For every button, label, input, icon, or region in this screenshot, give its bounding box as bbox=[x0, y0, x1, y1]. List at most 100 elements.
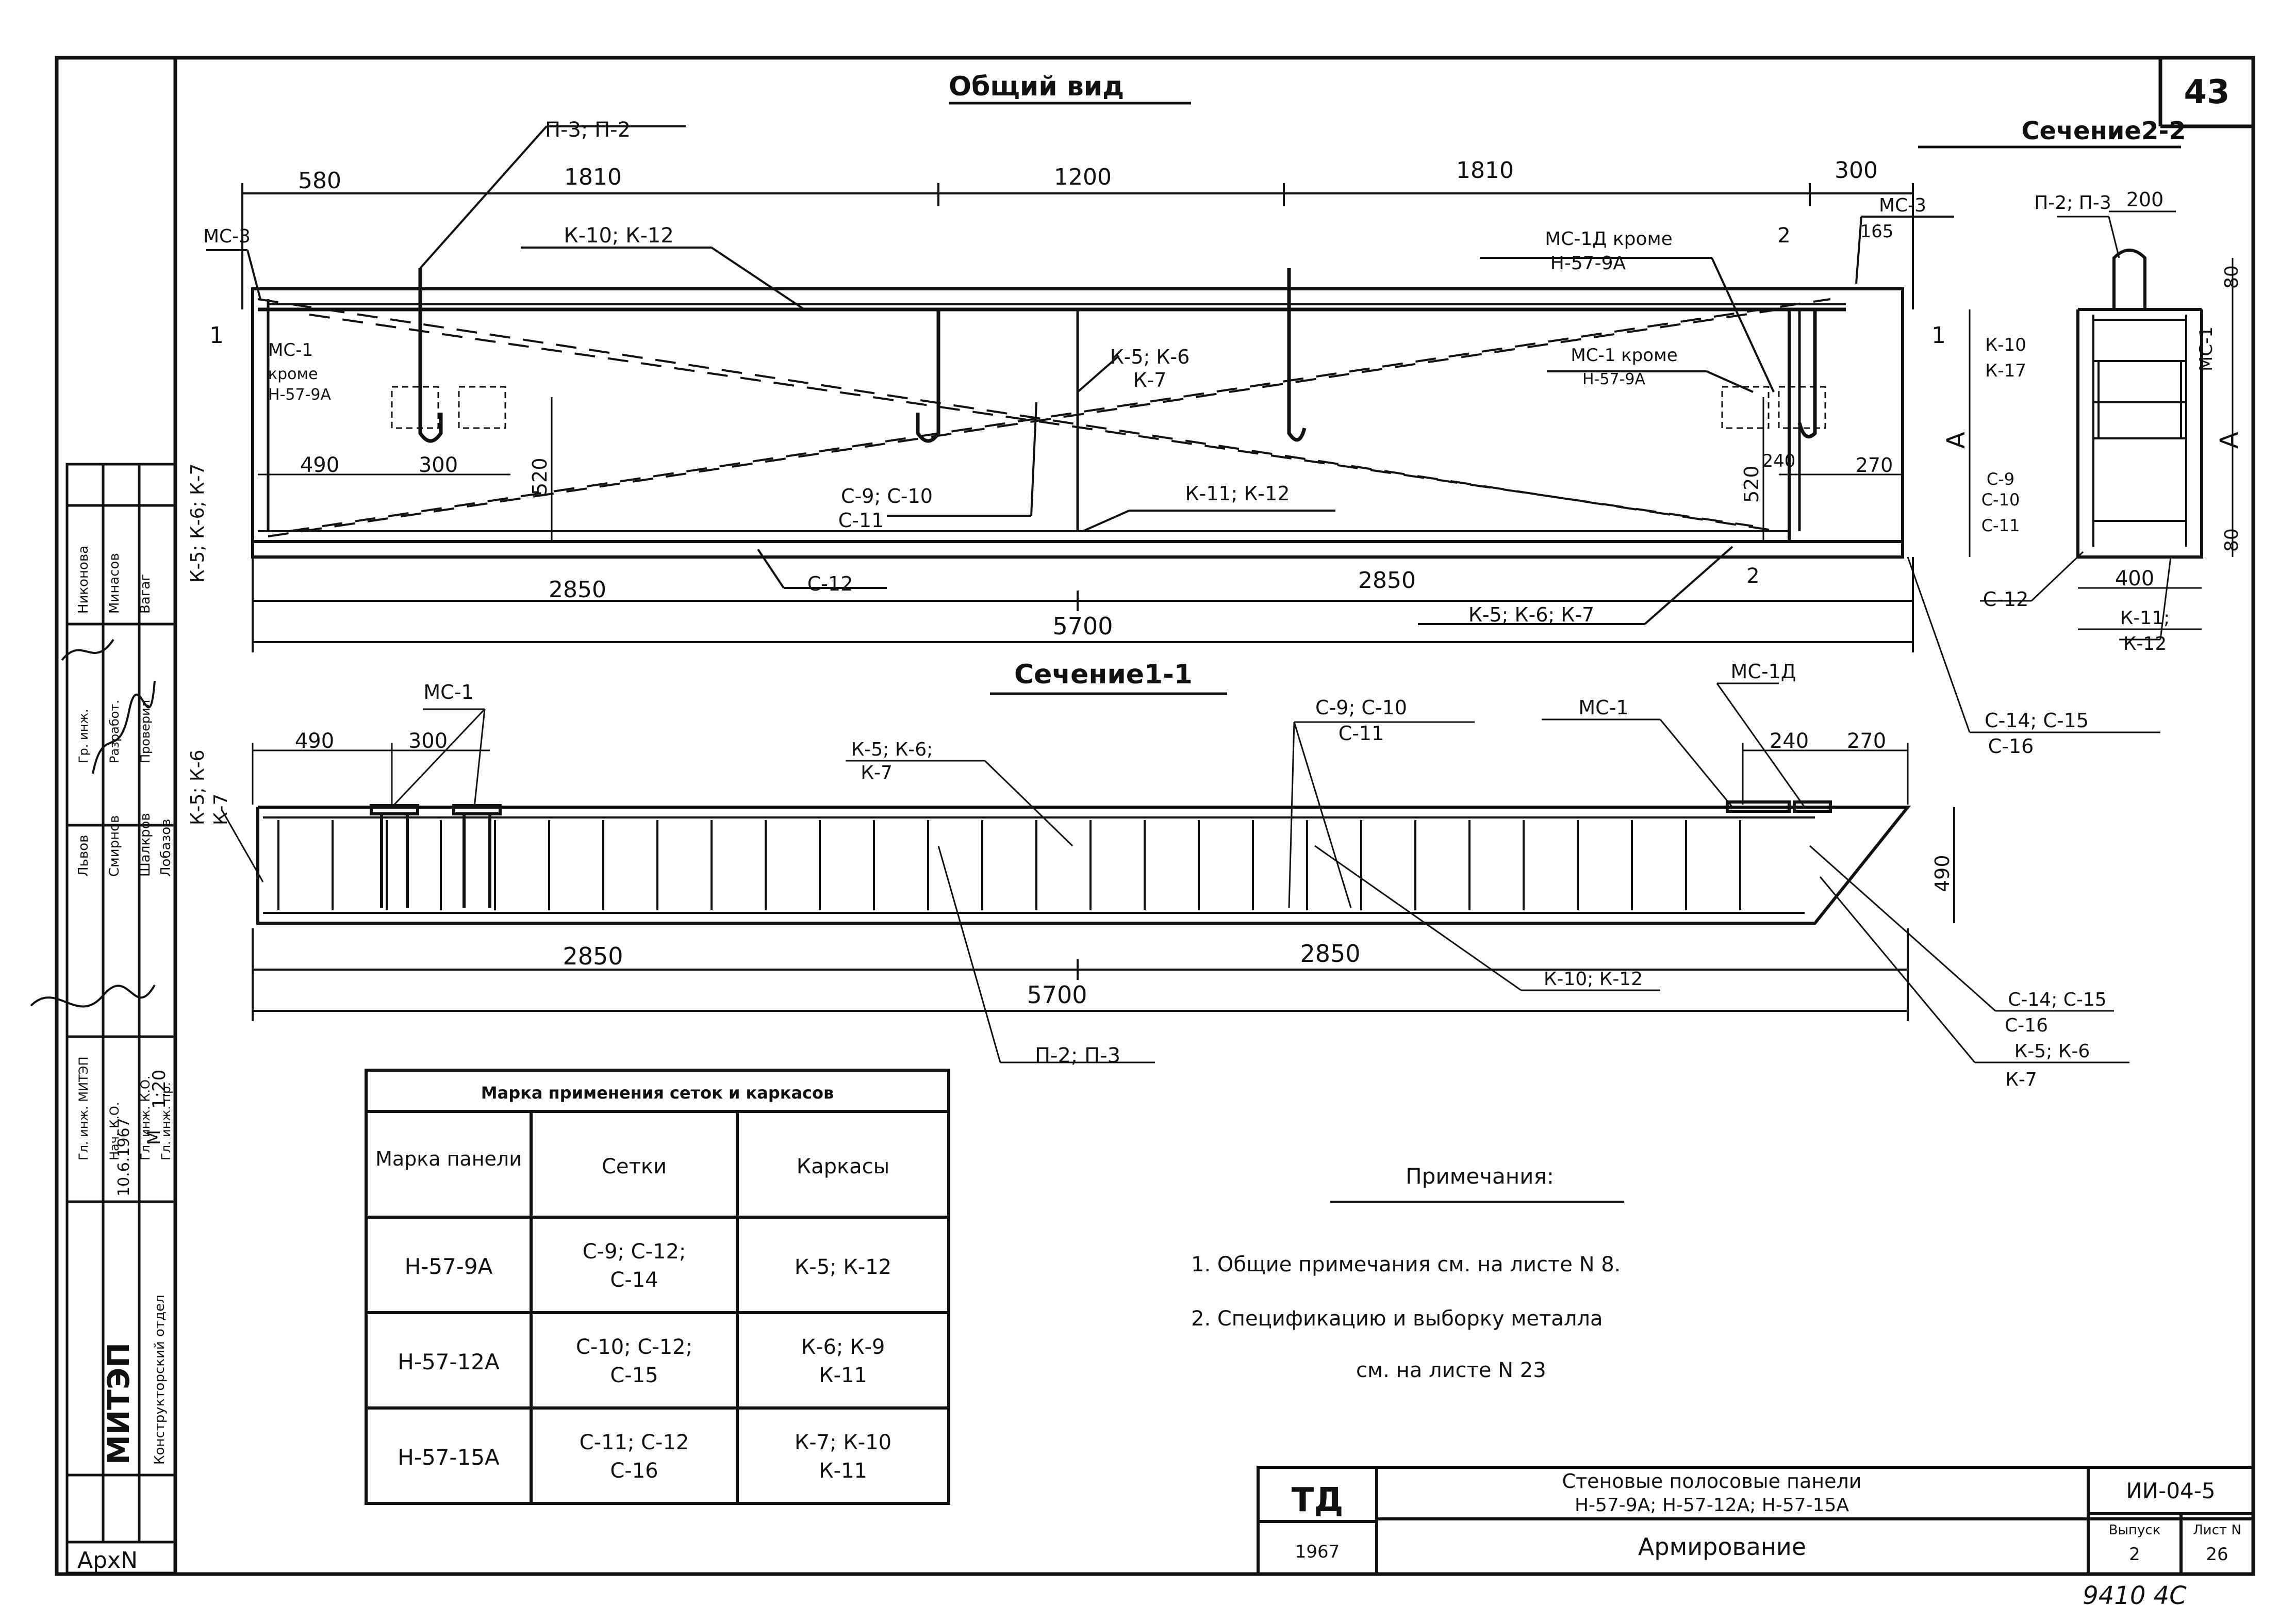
s11-dim-240: 240 bbox=[1770, 729, 1809, 753]
gv-k56-center: К-5; К-6 bbox=[1110, 346, 1190, 368]
s22-k12: К-12 bbox=[2123, 633, 2167, 654]
s11-dim-5700: 5700 bbox=[1027, 981, 1087, 1009]
s11-dim-270: 270 bbox=[1847, 729, 1886, 753]
tb-issue-label: Выпуск bbox=[2109, 1522, 2161, 1538]
s11-c14-c15: С-14; С-15 bbox=[2008, 989, 2106, 1010]
s11-k7-mid: К-7 bbox=[861, 762, 892, 783]
table-row2-nets-2: С-15 bbox=[610, 1364, 658, 1387]
tb-org: ТД bbox=[1292, 1481, 1344, 1519]
table-title: Марка применения сеток и каркасов bbox=[481, 1083, 834, 1103]
stamp-role-4: Гл. инж. пр. bbox=[159, 1082, 173, 1160]
s22-dim-a-right: А bbox=[2215, 432, 2244, 449]
table-header-panel: Марка панели bbox=[375, 1148, 522, 1170]
gv-frame-top-mark: К-10; К-12 bbox=[564, 224, 674, 248]
tb-year: 1967 bbox=[1295, 1542, 1340, 1562]
gv-bottom-dims bbox=[252, 557, 1914, 652]
s22-inner-bars bbox=[2092, 315, 2187, 547]
table-row3-panel: Н-57-15А bbox=[398, 1445, 500, 1470]
gv-c9-c10: С-9; С-10 bbox=[841, 485, 933, 507]
table-row2-frames-1: К-6; К-9 bbox=[801, 1335, 885, 1359]
s11-stirrups bbox=[277, 820, 1741, 910]
table-row2-frames-2: К-11 bbox=[819, 1364, 867, 1387]
gv-mc3-right: МС-3 bbox=[1879, 195, 1926, 216]
gv-mc1-left: МС-1 bbox=[268, 340, 313, 361]
gv-embedded-plates bbox=[391, 386, 1826, 429]
s11-leaders bbox=[221, 682, 2129, 1063]
tb-series: ИИ-04-5 bbox=[2126, 1478, 2215, 1503]
s22-k11: К-11; bbox=[2120, 608, 2170, 629]
notes-title: Примечания: bbox=[1406, 1164, 1554, 1189]
s22-c11: С-11 bbox=[1981, 516, 2020, 535]
gv-mc1-left-panel: Н-57-9А bbox=[268, 386, 331, 404]
tb-title-2: Н-57-9А; Н-57-12А; Н-57-15А bbox=[1575, 1495, 1849, 1516]
s11-k56-left: К-5; К-6 bbox=[187, 750, 208, 825]
table-row3-frames-2: К-11 bbox=[819, 1459, 867, 1483]
stamp-role-2: Нач. К.О. bbox=[107, 1102, 122, 1160]
gv-diagonals bbox=[257, 298, 1831, 537]
archive-label: АрхN bbox=[77, 1547, 138, 1574]
s22-dims bbox=[1969, 210, 2234, 630]
s11-mc1-left: МС-1 bbox=[423, 681, 473, 703]
gv-lifting-hooks bbox=[418, 268, 1817, 443]
gv-dim-1200: 1200 bbox=[1054, 164, 1112, 190]
tb-subtitle: Армирование bbox=[1638, 1533, 1806, 1561]
stamp-person-3: Шалкров bbox=[138, 813, 153, 877]
s11-dim-2850-left: 2850 bbox=[563, 942, 623, 970]
gv-inner-dims bbox=[258, 397, 1903, 542]
s22-mc1: МС-1 bbox=[2196, 326, 2217, 371]
gv-dim-270: 270 bbox=[1856, 454, 1893, 477]
s11-mc1a: МС-1Д bbox=[1731, 660, 1796, 683]
notes-line-3: см. на листе N 23 bbox=[1356, 1358, 1546, 1382]
gv-cut-2-top: 2 bbox=[1777, 224, 1790, 248]
gv-top-dimensions bbox=[241, 183, 1914, 309]
s22-dim-200: 200 bbox=[2126, 188, 2164, 211]
s11-k56-right: К-5; К-6 bbox=[2014, 1041, 2090, 1062]
s11-k568-mid: К-5; К-6; bbox=[851, 739, 933, 760]
gv-vertical-frames bbox=[267, 299, 1801, 531]
table-row1-panel: Н-57-9А bbox=[405, 1254, 493, 1279]
s22-c10: С-10 bbox=[1981, 490, 2020, 510]
stamp-scale-label: М bbox=[144, 1130, 164, 1145]
gv-dim-165: 165 bbox=[1860, 221, 1894, 242]
stamp-role-1: Гл. инж. МИТЭП bbox=[76, 1056, 91, 1160]
stamp-person2-2: Минасов bbox=[107, 553, 122, 614]
table-row2-panel: Н-57-12А bbox=[398, 1349, 500, 1374]
s11-c11: С-11 bbox=[1339, 722, 1384, 745]
stamp-person2-1: Никонова bbox=[76, 546, 91, 614]
s22-hook: П-2; П-3 bbox=[2034, 192, 2111, 214]
stamp-scale: 1:20 bbox=[149, 1070, 170, 1109]
s22-dim-a-left: А bbox=[1942, 432, 1971, 449]
marks-table bbox=[365, 1069, 950, 1505]
gv-cut-1-left: 1 bbox=[209, 322, 224, 349]
s22-dim-400: 400 bbox=[2115, 567, 2154, 591]
gv-cut-1-right: 1 bbox=[1931, 322, 1946, 349]
gv-frame-left-vertical: К-5; К-6; К-7 bbox=[187, 463, 208, 583]
sheet-frame bbox=[55, 56, 2255, 1576]
gv-leaders bbox=[206, 125, 1954, 625]
s22-section-outline bbox=[2076, 249, 2203, 559]
s22-leaders bbox=[1907, 216, 2172, 733]
signatures bbox=[30, 638, 156, 1008]
gv-panel-outline bbox=[251, 287, 1904, 559]
gv-c12: С-12 bbox=[807, 572, 853, 595]
stamp-role2-3: Проверил bbox=[138, 700, 153, 763]
s22-dim-80-bottom: 80 bbox=[2221, 528, 2242, 552]
s22-k10: К-10 bbox=[1985, 335, 2026, 355]
table-row3-frames-1: К-7; К-10 bbox=[795, 1431, 891, 1454]
side-stamp bbox=[65, 463, 177, 1575]
s11-dim-490-height: 490 bbox=[1931, 855, 1954, 892]
table-row1-nets-1: С-9; С-12; bbox=[583, 1240, 686, 1264]
gv-dim-2850-left: 2850 bbox=[549, 577, 606, 603]
s11-embedded bbox=[370, 800, 1832, 908]
s11-dims-top bbox=[252, 743, 1909, 805]
gv-mc1-left-kpome: кроме bbox=[268, 365, 318, 383]
gv-dim-300-inner: 300 bbox=[419, 453, 458, 477]
gv-hook-mark: П-3; П-2 bbox=[545, 118, 631, 142]
bottom-handwriting: 9410 4С bbox=[2083, 1581, 2187, 1610]
table-row2-nets-1: С-10; С-12; bbox=[576, 1335, 692, 1359]
gv-dim-240: 240 bbox=[1762, 451, 1796, 471]
gv-dim-520-right: 520 bbox=[1740, 465, 1763, 503]
stamp-person-2: Смирнов bbox=[107, 815, 122, 877]
gv-k567-bottom: К-5; К-6; К-7 bbox=[1468, 603, 1594, 626]
